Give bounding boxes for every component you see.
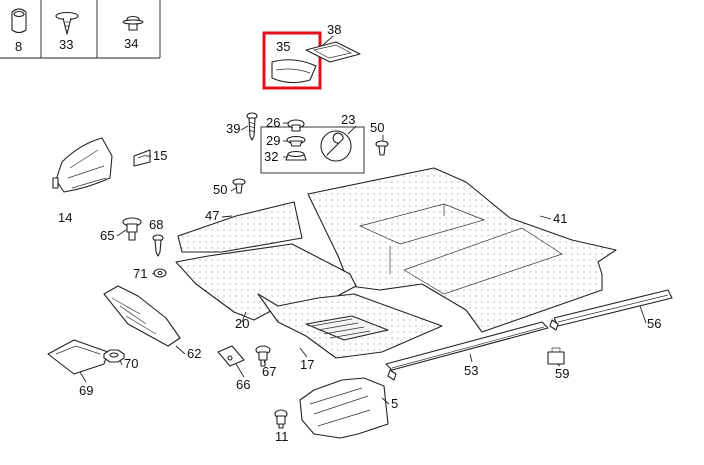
part-65-bolt[interactable] <box>122 217 142 241</box>
part-47-rear-mat[interactable] <box>177 201 303 253</box>
callout-65[interactable]: 65 <box>100 228 114 243</box>
part-39-screw[interactable] <box>246 112 258 141</box>
part-59-clip[interactable] <box>547 347 565 365</box>
highlight-box-35 <box>262 31 322 90</box>
callout-14[interactable]: 14 <box>58 210 72 225</box>
part-70-nut[interactable] <box>103 349 125 363</box>
part-26-rivet[interactable] <box>287 119 305 132</box>
callout-41[interactable]: 41 <box>553 211 567 226</box>
callout-67[interactable]: 67 <box>262 364 276 379</box>
part-14-side-trim[interactable] <box>52 137 113 193</box>
callout-71[interactable]: 71 <box>133 266 147 281</box>
push-clip-icon[interactable] <box>55 11 79 35</box>
part-23-wrench-symbol[interactable] <box>320 130 352 162</box>
legend-label-34: 34 <box>124 36 138 51</box>
part-50-clip-left[interactable] <box>232 178 246 194</box>
callout-50-left[interactable]: 50 <box>213 182 227 197</box>
expanding-rivet-icon[interactable] <box>122 15 144 31</box>
part-29-clip[interactable] <box>286 135 306 147</box>
callout-17[interactable]: 17 <box>300 357 314 372</box>
callout-15[interactable]: 15 <box>153 148 167 163</box>
callout-47[interactable]: 47 <box>205 208 219 223</box>
callout-39[interactable]: 39 <box>226 121 240 136</box>
part-66-plate[interactable] <box>217 345 245 367</box>
legend-label-8: 8 <box>15 39 22 54</box>
part-67-bolt[interactable] <box>255 345 271 367</box>
legend-label-33: 33 <box>59 37 73 52</box>
part-11-screw[interactable] <box>274 409 288 429</box>
fastener-group-box <box>260 126 365 174</box>
part-53-sill-strip[interactable] <box>385 321 549 381</box>
callout-20[interactable]: 20 <box>235 316 249 331</box>
leader-lines <box>79 122 647 405</box>
part-38-plate[interactable] <box>305 41 361 63</box>
callout-70[interactable]: 70 <box>124 356 138 371</box>
part-15-bracket[interactable] <box>133 149 151 167</box>
callout-32[interactable]: 32 <box>264 149 278 164</box>
callout-69[interactable]: 69 <box>79 383 93 398</box>
part-32-nut[interactable] <box>285 150 307 161</box>
part-69-bracket[interactable] <box>47 339 109 375</box>
part-56-sill-strip[interactable] <box>549 289 673 331</box>
callout-38[interactable]: 38 <box>327 22 341 37</box>
part-5-kick-panel[interactable] <box>299 377 389 439</box>
callout-26[interactable]: 26 <box>266 115 280 130</box>
part-71-washer[interactable] <box>153 268 167 278</box>
callout-66[interactable]: 66 <box>236 377 250 392</box>
callout-29[interactable]: 29 <box>266 133 280 148</box>
callout-50-top[interactable]: 50 <box>370 120 384 135</box>
callout-59[interactable]: 59 <box>555 366 569 381</box>
part-68-screw[interactable] <box>152 234 164 257</box>
callout-5[interactable]: 5 <box>391 396 398 411</box>
callout-56[interactable]: 56 <box>647 316 661 331</box>
part-41-floor-carpet[interactable] <box>307 167 617 333</box>
callout-53[interactable]: 53 <box>464 363 478 378</box>
callout-23[interactable]: 23 <box>341 112 355 127</box>
grommet-icon[interactable] <box>11 8 27 34</box>
callout-11[interactable]: 11 <box>275 429 289 444</box>
callout-62[interactable]: 62 <box>187 346 201 361</box>
part-62-side-panel[interactable] <box>103 285 181 347</box>
callout-35[interactable]: 35 <box>276 39 290 54</box>
part-17-driver-mat[interactable] <box>257 293 443 359</box>
part-50-clip-top[interactable] <box>375 140 389 156</box>
legend-strip: 8 33 34 <box>0 0 161 59</box>
part-35-cover[interactable] <box>271 59 317 84</box>
callout-68[interactable]: 68 <box>149 217 163 232</box>
